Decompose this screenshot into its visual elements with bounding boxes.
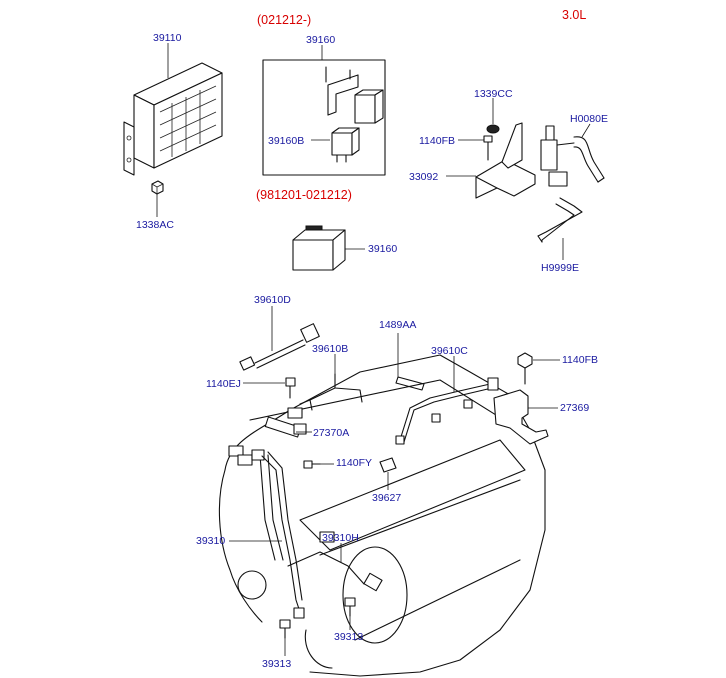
label-holder: 27370A bbox=[313, 427, 349, 439]
label-hose-upper: H0080E bbox=[570, 113, 608, 125]
sensor-harness-39610d bbox=[239, 323, 320, 371]
label-clip: 1489AA bbox=[379, 319, 416, 331]
sensor-39313-right bbox=[344, 597, 356, 617]
label-bolt-right: 1140FB bbox=[562, 354, 598, 366]
bolt-1140fb-bracket bbox=[483, 135, 493, 161]
relay-new-bracket bbox=[325, 66, 384, 124]
harness-39310 bbox=[228, 445, 365, 619]
label-harness-h: 39310H bbox=[322, 532, 359, 544]
bolt-1140fy bbox=[303, 460, 321, 469]
label-bolt-ej: 1140EJ bbox=[206, 378, 241, 390]
label-harness-sensor: 39610D bbox=[254, 294, 291, 306]
label-harness-main: 39310 bbox=[196, 535, 225, 547]
clip-39627 bbox=[379, 457, 397, 473]
harness-39610c bbox=[395, 377, 499, 445]
vacuum-solenoid bbox=[540, 125, 575, 187]
label-ecu: 39110 bbox=[153, 32, 182, 44]
label-relay-old: 39160 bbox=[368, 243, 397, 255]
relay-new-frame bbox=[262, 59, 386, 176]
clip-1489aa bbox=[395, 376, 425, 391]
sensor-39313-left bbox=[279, 619, 291, 639]
hose-lower bbox=[537, 197, 583, 243]
relay-new-small bbox=[331, 127, 360, 163]
solenoid-bracket bbox=[475, 122, 536, 199]
cap-1339cc bbox=[486, 124, 500, 134]
label-relay-new-sub: 39160B bbox=[268, 135, 304, 147]
period-new-label: (021212-) bbox=[257, 13, 311, 27]
label-bracket-right: 27369 bbox=[560, 402, 589, 414]
harness-39310h bbox=[363, 572, 383, 592]
label-ecu-nut: 1338AC bbox=[136, 219, 174, 231]
bracket-27369 bbox=[493, 389, 549, 445]
ecu-module bbox=[123, 62, 223, 176]
label-bracket-bolt: 1140FB bbox=[419, 135, 455, 147]
bolt-1140fb-right bbox=[517, 352, 533, 385]
label-clip-small: 39627 bbox=[372, 492, 401, 504]
label-harness-b: 39610B bbox=[312, 343, 348, 355]
period-old-label: (981201-021212) bbox=[256, 188, 352, 202]
hose-upper bbox=[573, 136, 605, 183]
label-bracket: 33092 bbox=[409, 171, 438, 183]
label-hose-lower: H9999E bbox=[541, 262, 579, 274]
relay-old bbox=[292, 225, 346, 271]
engine-displacement-label: 3.0L bbox=[562, 8, 586, 22]
label-bolt-fy: 1140FY bbox=[336, 457, 372, 469]
label-harness-c: 39610C bbox=[431, 345, 468, 357]
bolt-1140ej bbox=[285, 377, 296, 399]
label-cap: 1339CC bbox=[474, 88, 513, 100]
label-sensor-left: 39313 bbox=[262, 658, 291, 670]
label-relay-new: 39160 bbox=[306, 34, 335, 46]
ecu-nut bbox=[151, 180, 164, 195]
label-sensor-right: 39313 bbox=[334, 631, 363, 643]
